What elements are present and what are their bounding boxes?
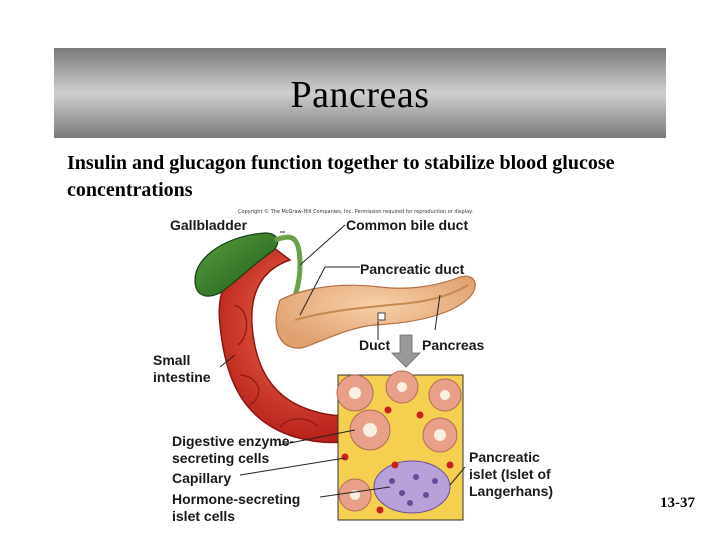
slide-title: Pancreas: [290, 74, 430, 116]
label-gallbladder: Gallbladder: [170, 217, 248, 233]
label-islet-line2: islet (Islet of: [469, 466, 551, 482]
label-islet-line3: Langerhans): [469, 483, 554, 499]
label-common-bile-duct: Common bile duct: [346, 217, 469, 233]
label-small-intestine-line2: intestine: [153, 369, 211, 385]
pancreas-illustration: [194, 224, 476, 521]
label-pancreas: Pancreas: [422, 337, 485, 353]
slide-subtitle: Insulin and glucagon function together t…: [67, 152, 615, 201]
label-capillary: Capillary: [172, 470, 232, 486]
label-islet-line1: Pancreatic: [469, 449, 540, 465]
label-hormone-line2: islet cells: [172, 508, 236, 524]
gallbladder-shape: [194, 232, 279, 297]
pancreas-shape: [275, 275, 476, 349]
label-duct: Duct: [359, 337, 391, 353]
label-pancreatic-duct: Pancreatic duct: [360, 261, 465, 277]
slide-number: 13-37: [660, 495, 695, 511]
label-hormone-line1: Hormone-secreting: [172, 491, 301, 507]
pancreas-figure: Copyright © The McGraw-Hill Companies, I…: [140, 205, 580, 525]
label-digestive-line1: Digestive enzyme-: [172, 433, 295, 449]
copyright-notice: Copyright © The McGraw-Hill Companies, I…: [238, 209, 473, 215]
title-bar: Pancreas: [54, 48, 666, 138]
label-digestive-line2: secreting cells: [172, 450, 270, 466]
label-small-intestine-line1: Small: [153, 352, 191, 368]
